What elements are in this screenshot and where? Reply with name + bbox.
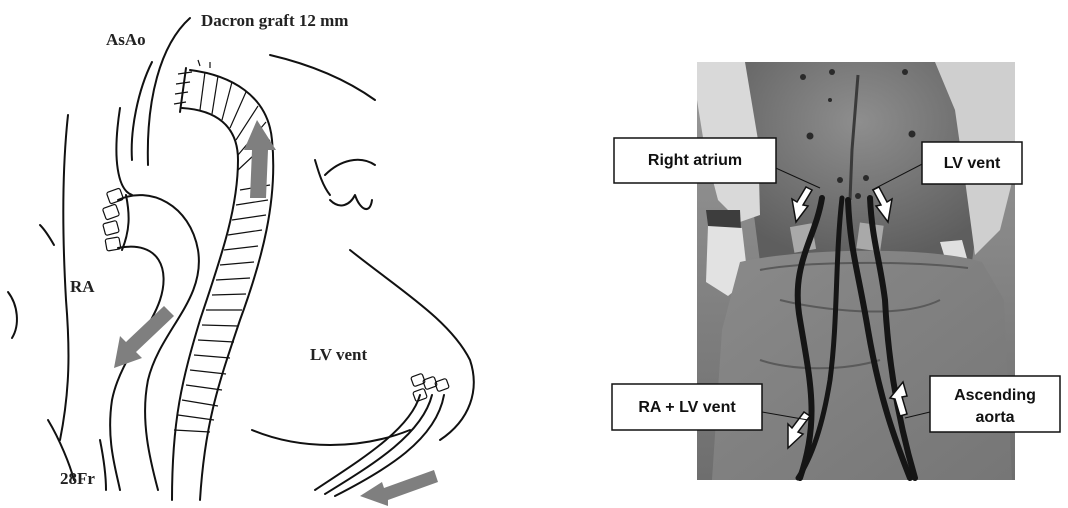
label-lv-vent: LV vent (310, 345, 367, 364)
contour-line (60, 115, 68, 440)
contour-line (40, 225, 54, 245)
lv-outline (315, 160, 330, 195)
label-cannula-size: 28Fr (60, 469, 95, 488)
label-lv-vent-photo: LV vent (944, 155, 1001, 172)
label-ra: RA (70, 277, 95, 296)
ra-cannula-edge (122, 195, 129, 250)
lv-outline (252, 430, 410, 445)
ra-cannula-inner (110, 247, 163, 490)
contour-line (116, 108, 132, 195)
contour-line (270, 55, 375, 100)
lv-outline (325, 160, 375, 175)
callout-ra-lv-vent: RA + LV vent (612, 384, 762, 430)
callout-right-atrium: Right atrium (614, 138, 776, 183)
callout-ascending-aorta: Ascending aorta (930, 376, 1060, 432)
contour-line (8, 292, 17, 338)
patient-photo: Right atrium LV vent RA + LV vent Ascend… (612, 62, 1060, 480)
contour-line (132, 62, 152, 160)
arrow-down-ra (114, 306, 174, 368)
label-dacron-graft: Dacron graft 12 mm (201, 11, 348, 30)
label-aorta: aorta (975, 409, 1014, 426)
callout-lv-vent: LV vent (922, 142, 1022, 184)
contour-line (100, 440, 106, 490)
lv-outline (330, 195, 372, 209)
schematic-drawing: Dacron graft 12 mm AsAo RA LV vent 28Fr (8, 11, 474, 506)
flow-arrows-schematic (114, 120, 438, 506)
label-ascending: Ascending (954, 387, 1036, 404)
label-right-atrium: Right atrium (648, 152, 742, 169)
cannula-clips (102, 188, 123, 251)
label-ra-lv-vent: RA + LV vent (638, 399, 736, 416)
label-asao: AsAo (106, 30, 146, 49)
